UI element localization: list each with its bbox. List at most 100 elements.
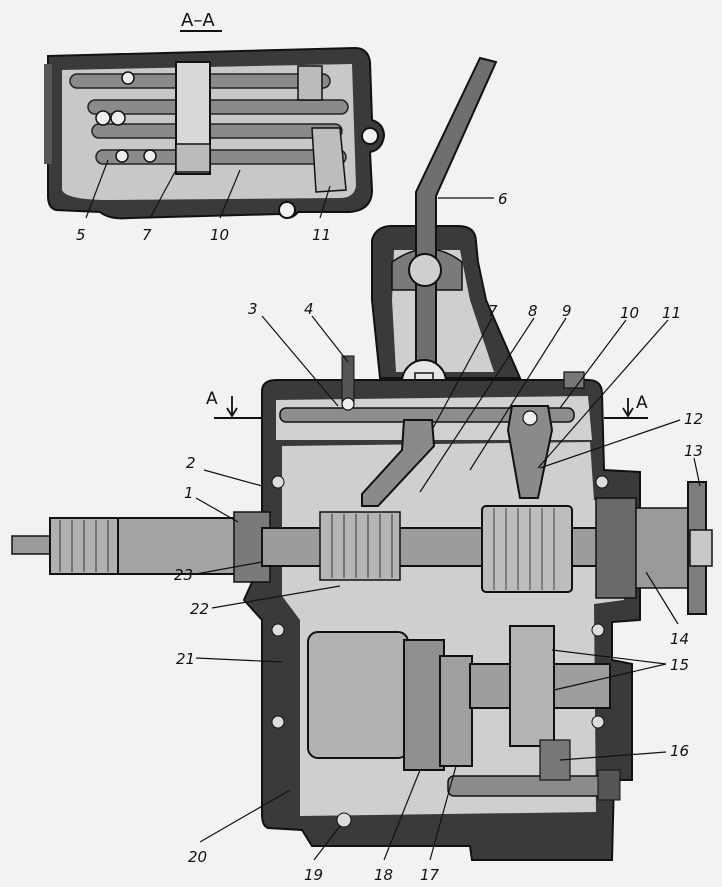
sliding-gear-teeth [493, 508, 555, 590]
inset-rod-4 [95, 149, 347, 165]
shift-fork-7 [361, 419, 436, 507]
leader-18 [383, 769, 421, 861]
breather [563, 371, 585, 389]
callout-11-inset: 11 [312, 226, 331, 244]
section-marker-left-label: А [206, 389, 218, 409]
callout-21: 21 [176, 650, 195, 668]
callout-18: 18 [374, 866, 393, 884]
leader-7 [431, 317, 493, 431]
callout-9: 9 [562, 302, 572, 320]
callout-19: 19 [304, 866, 323, 884]
leader-12 [539, 419, 681, 469]
inset-callouts: 5 7 10 11 [76, 159, 331, 244]
leader-5 [85, 159, 109, 219]
output-nut [689, 529, 713, 567]
callout-10: 10 [620, 304, 639, 322]
leader-4 [311, 315, 349, 363]
leader-22 [211, 585, 341, 609]
fork-bolt [522, 410, 538, 426]
rear-bearing-housing [595, 497, 637, 599]
inset-ball-5 [143, 149, 157, 163]
leader-19 [313, 825, 341, 861]
section-marker-right-label: А [636, 393, 648, 413]
counter-gear-18 [403, 639, 445, 771]
section-aa-inset: А–А 5 7 10 [44, 10, 386, 244]
callout-22: 22 [190, 600, 209, 618]
leader-14 [645, 571, 679, 625]
leader-21 [195, 657, 283, 663]
inset-rod-3 [91, 123, 343, 139]
callout-16: 16 [670, 742, 689, 760]
leader-23 [195, 561, 263, 575]
detent-spring [341, 355, 355, 405]
sliding-gear [481, 505, 573, 593]
output-flange-hub [635, 507, 693, 589]
section-title: А–А [181, 10, 215, 31]
callout-4: 4 [304, 300, 314, 318]
callout-14: 14 [670, 630, 689, 648]
reverse-gear-15 [509, 625, 555, 747]
leader-15a [551, 649, 667, 665]
main-callouts: 1 2 3 4 6 7 8 9 10 11 12 13 14 [174, 190, 703, 884]
leader-11-inset [319, 185, 331, 219]
counter-gear-17 [439, 655, 473, 767]
callout-2: 2 [186, 454, 196, 472]
inset-bolt-hole [361, 127, 379, 145]
leader-7-inset [149, 169, 177, 219]
drain-plug [597, 769, 621, 801]
inset-ball-1 [95, 110, 111, 126]
callout-12: 12 [684, 410, 703, 428]
counter-gear-large [307, 631, 409, 759]
lever-ball [408, 253, 442, 287]
leader-11 [537, 319, 669, 469]
leader-20 [199, 789, 291, 843]
casing-bolts [271, 475, 609, 828]
callout-10-inset: 10 [210, 226, 229, 244]
leader-10 [559, 319, 627, 409]
leader-1 [195, 497, 239, 523]
leader-13 [693, 457, 701, 487]
leader-16 [559, 751, 667, 761]
inset-fork-foot-7 [175, 143, 211, 173]
leader-17 [429, 765, 457, 861]
callout-7-inset: 7 [142, 226, 152, 244]
leader-2 [203, 469, 263, 487]
inset-ball-3 [121, 71, 135, 85]
inset-ball-4 [115, 149, 129, 163]
callout-7: 7 [488, 302, 498, 320]
section-marker-right: А [604, 393, 648, 419]
callout-15: 15 [670, 656, 689, 674]
leader-3 [261, 315, 339, 407]
callout-6: 6 [498, 190, 508, 208]
inset-ball-2 [110, 110, 126, 126]
callout-11: 11 [662, 304, 681, 322]
leader-15b [553, 663, 667, 691]
section-marker-left: А [206, 389, 262, 419]
inset-rod-2 [87, 99, 349, 115]
inset-fork-11 [311, 127, 347, 193]
callout-3: 3 [248, 300, 258, 318]
callout-5: 5 [76, 226, 86, 244]
input-shaft-tip [11, 535, 53, 555]
reverse-shaft [447, 775, 609, 797]
synchro-hub [319, 511, 401, 581]
callout-23: 23 [174, 566, 193, 584]
callout-1: 1 [184, 484, 194, 502]
leader-9 [469, 317, 567, 471]
callout-20: 20 [188, 848, 207, 866]
leader-8 [419, 317, 535, 493]
detent-ball [341, 397, 355, 411]
input-spline-lines [59, 520, 109, 572]
callout-17: 17 [420, 866, 440, 884]
leader-10-inset [219, 169, 241, 219]
inset-left-flange [44, 64, 52, 164]
callout-13: 13 [684, 442, 703, 460]
main-section [11, 56, 713, 861]
synchro-spline-lines [331, 514, 393, 578]
inset-bolt-hole-2 [278, 201, 296, 219]
callout-8: 8 [528, 302, 538, 320]
inset-nut [297, 65, 323, 101]
shift-fork-11 [506, 405, 554, 499]
